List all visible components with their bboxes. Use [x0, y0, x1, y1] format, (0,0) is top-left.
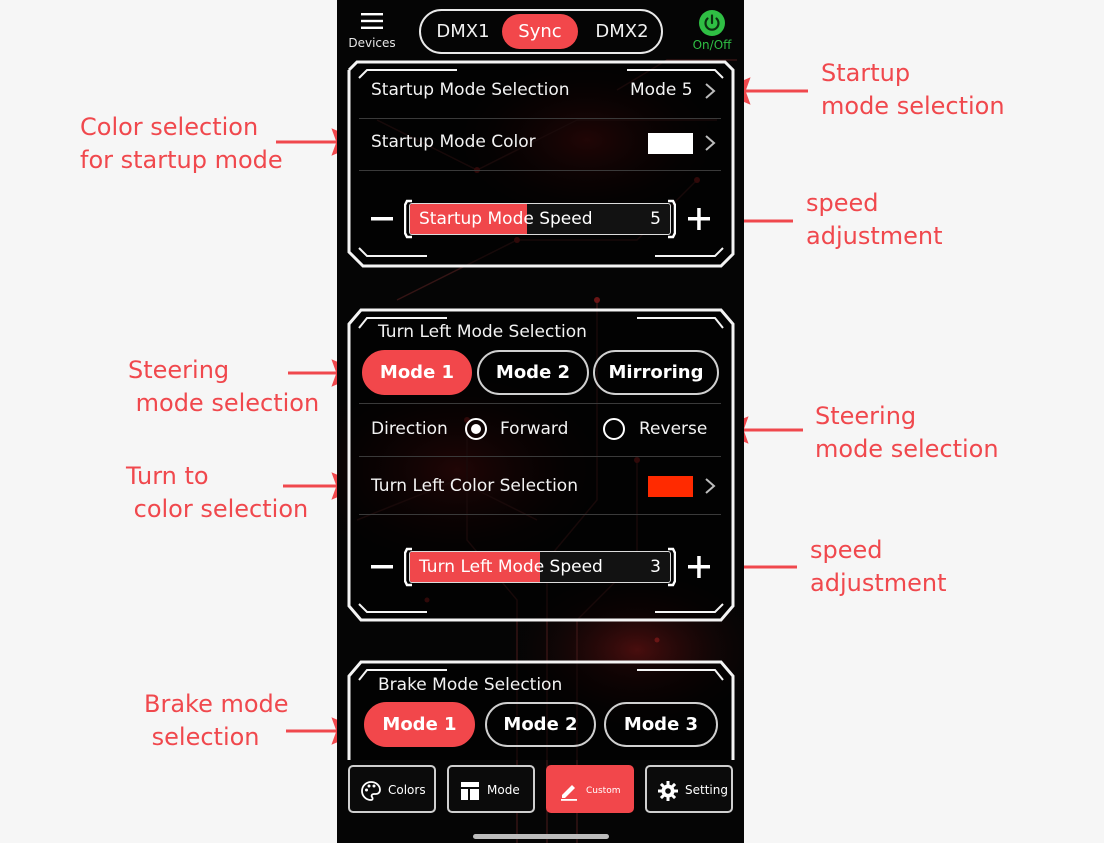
annotation-speed-2: speed adjustment	[810, 536, 947, 597]
divider	[359, 170, 721, 171]
turn-left-mode-2-button[interactable]: Mode 2	[477, 350, 589, 395]
divider	[359, 456, 721, 457]
startup-mode-value[interactable]: Mode 5	[630, 80, 693, 100]
direction-label: Direction	[371, 419, 448, 439]
annotation-color-startup: Color selection for startup mode	[80, 113, 283, 174]
annotation-brake-mode: Brake mode selection	[144, 690, 289, 751]
hamburger-icon	[361, 13, 383, 29]
direction-forward-radio[interactable]	[465, 418, 487, 440]
turn-left-title: Turn Left Mode Selection	[378, 322, 587, 342]
chevron-right-icon[interactable]	[704, 477, 716, 495]
power-label: On/Off	[692, 38, 732, 52]
startup-speed-value: 5	[650, 209, 661, 229]
direction-reverse-label[interactable]: Reverse	[639, 419, 708, 439]
dmx-segment-control: DMX1 Sync DMX2	[419, 9, 663, 54]
segment-dmx1[interactable]: DMX1	[436, 21, 490, 42]
direction-reverse-radio[interactable]	[603, 418, 625, 440]
minus-icon[interactable]	[371, 208, 393, 230]
brake-title: Brake Mode Selection	[378, 675, 563, 695]
palette-icon	[361, 781, 381, 801]
turn-left-card: Turn Left Mode Selection Mode 1 Mode 2 M…	[337, 304, 744, 626]
nav-mode[interactable]: Mode	[447, 765, 535, 813]
annotation-startup-mode: Startup mode selection	[821, 59, 1005, 120]
gear-icon	[658, 781, 678, 801]
brake-mode-2-button[interactable]: Mode 2	[485, 702, 596, 747]
nav-setting-label: Setting	[685, 783, 728, 797]
nav-setting[interactable]: Setting	[645, 765, 733, 813]
turn-left-color-label: Turn Left Color Selection	[371, 476, 578, 496]
plus-icon[interactable]	[688, 208, 710, 230]
turn-left-speed-slider[interactable]: Turn Left Mode Speed 3	[404, 547, 676, 587]
turn-left-mirroring-button[interactable]: Mirroring	[593, 350, 719, 395]
power-icon	[699, 10, 725, 36]
minus-icon[interactable]	[371, 556, 393, 578]
divider	[359, 514, 721, 515]
nav-custom[interactable]: Custom	[546, 765, 634, 813]
devices-label: Devices	[348, 36, 396, 50]
turn-left-speed-value: 3	[650, 557, 661, 577]
annotation-speed-1: speed adjustment	[806, 189, 943, 250]
annotation-steering-2: Steering mode selection	[815, 402, 999, 463]
turn-left-color-swatch[interactable]	[648, 476, 693, 497]
chevron-right-icon[interactable]	[704, 82, 716, 100]
plus-icon[interactable]	[688, 556, 710, 578]
bottom-nav: Colors Mode Custom	[337, 760, 744, 820]
divider	[359, 118, 721, 119]
divider	[359, 403, 721, 404]
chevron-right-icon[interactable]	[704, 134, 716, 152]
segment-dmx2[interactable]: DMX2	[595, 21, 649, 42]
startup-speed-track: Startup Mode Speed 5	[409, 203, 671, 235]
top-bar: Devices DMX1 Sync DMX2 On/Off	[337, 0, 744, 58]
startup-speed-slider[interactable]: Startup Mode Speed 5	[404, 199, 676, 239]
turn-left-speed-track: Turn Left Mode Speed 3	[409, 551, 671, 583]
turn-left-mode-1-button[interactable]: Mode 1	[362, 350, 472, 395]
nav-colors-label: Colors	[388, 783, 426, 797]
annotation-turn-color: Turn to color selection	[126, 462, 309, 523]
brake-card: Brake Mode Selection Mode 1 Mode 2 Mode …	[337, 656, 744, 760]
direction-forward-label[interactable]: Forward	[500, 419, 569, 439]
startup-color-label: Startup Mode Color	[371, 132, 536, 152]
startup-speed-fill	[410, 204, 527, 234]
segment-sync[interactable]: Sync	[502, 14, 578, 49]
slider-bracket	[404, 199, 676, 239]
turn-left-speed-fill	[410, 552, 540, 582]
turn-left-speed-label: Turn Left Mode Speed	[419, 557, 603, 577]
devices-menu-button[interactable]: Devices	[345, 12, 399, 54]
home-indicator[interactable]	[473, 834, 609, 839]
slider-bracket	[404, 547, 676, 587]
annotation-steering-1: Steering mode selection	[128, 356, 320, 417]
startup-speed-label: Startup Mode Speed	[419, 209, 593, 229]
startup-mode-label: Startup Mode Selection	[371, 80, 570, 100]
phone-screen: Devices DMX1 Sync DMX2 On/Off Startup Mo…	[337, 0, 744, 843]
brake-mode-1-button[interactable]: Mode 1	[364, 702, 475, 747]
startup-card: Startup Mode Selection Mode 5 Startup Mo…	[337, 58, 744, 272]
startup-color-swatch[interactable]	[648, 133, 693, 154]
nav-custom-label: Custom	[586, 786, 621, 796]
nav-mode-label: Mode	[487, 783, 520, 797]
brake-mode-3-button[interactable]: Mode 3	[604, 702, 718, 747]
pencil-edit-icon	[561, 785, 577, 801]
dashboard-icon	[461, 782, 479, 800]
power-button[interactable]: On/Off	[691, 10, 733, 52]
nav-colors[interactable]: Colors	[348, 765, 436, 813]
